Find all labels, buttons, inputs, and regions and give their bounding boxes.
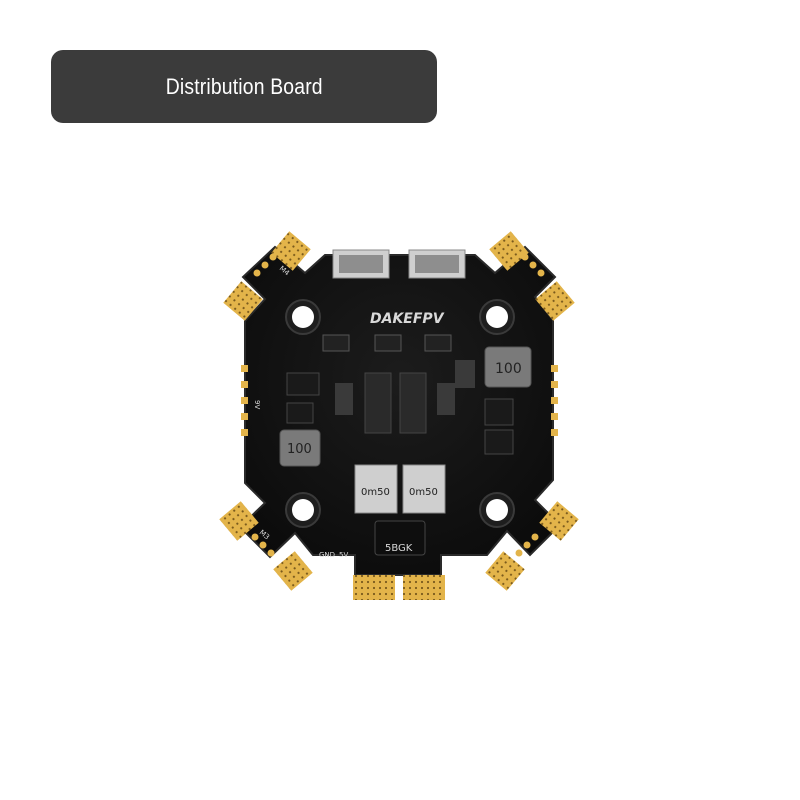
distribution-board-photo: DAKEFPV 100 100 — [215, 225, 585, 600]
label-9v: 9V — [253, 400, 261, 409]
label-gnd: GND — [319, 551, 335, 559]
brand-logo: DAKEFPV — [370, 311, 445, 327]
shunt-resistors: 0m50 0m50 — [354, 464, 446, 514]
inductor-right-label: 100 — [495, 361, 522, 377]
inductor-left-label: 100 — [287, 442, 312, 457]
page-title: Distribution Board — [165, 73, 323, 99]
title-badge: Distribution Board — [51, 50, 437, 123]
side-pads-left — [241, 365, 248, 436]
side-pads-right — [551, 365, 558, 436]
shunt-left-label: 0m50 — [361, 487, 390, 498]
regulator-label: 5BGK — [385, 543, 413, 554]
inductor-left: 100 — [279, 429, 321, 467]
label-5v: 5V — [339, 551, 348, 559]
motor-pads-bottom-right — [485, 501, 579, 591]
motor-pads-bottom-left — [219, 501, 313, 591]
mounting-holes — [285, 299, 515, 528]
regulator-chip: 5BGK — [374, 520, 426, 556]
pcb-illustration: DAKEFPV 100 100 — [219, 231, 579, 600]
motor-pads-top-left — [223, 231, 311, 321]
power-pads — [353, 575, 445, 600]
shunt-right-label: 0m50 — [409, 487, 438, 498]
inductor-right: 100 — [484, 346, 532, 388]
connectors — [332, 249, 466, 279]
ic-components — [286, 334, 514, 455]
motor-pads-top-right — [489, 231, 575, 321]
